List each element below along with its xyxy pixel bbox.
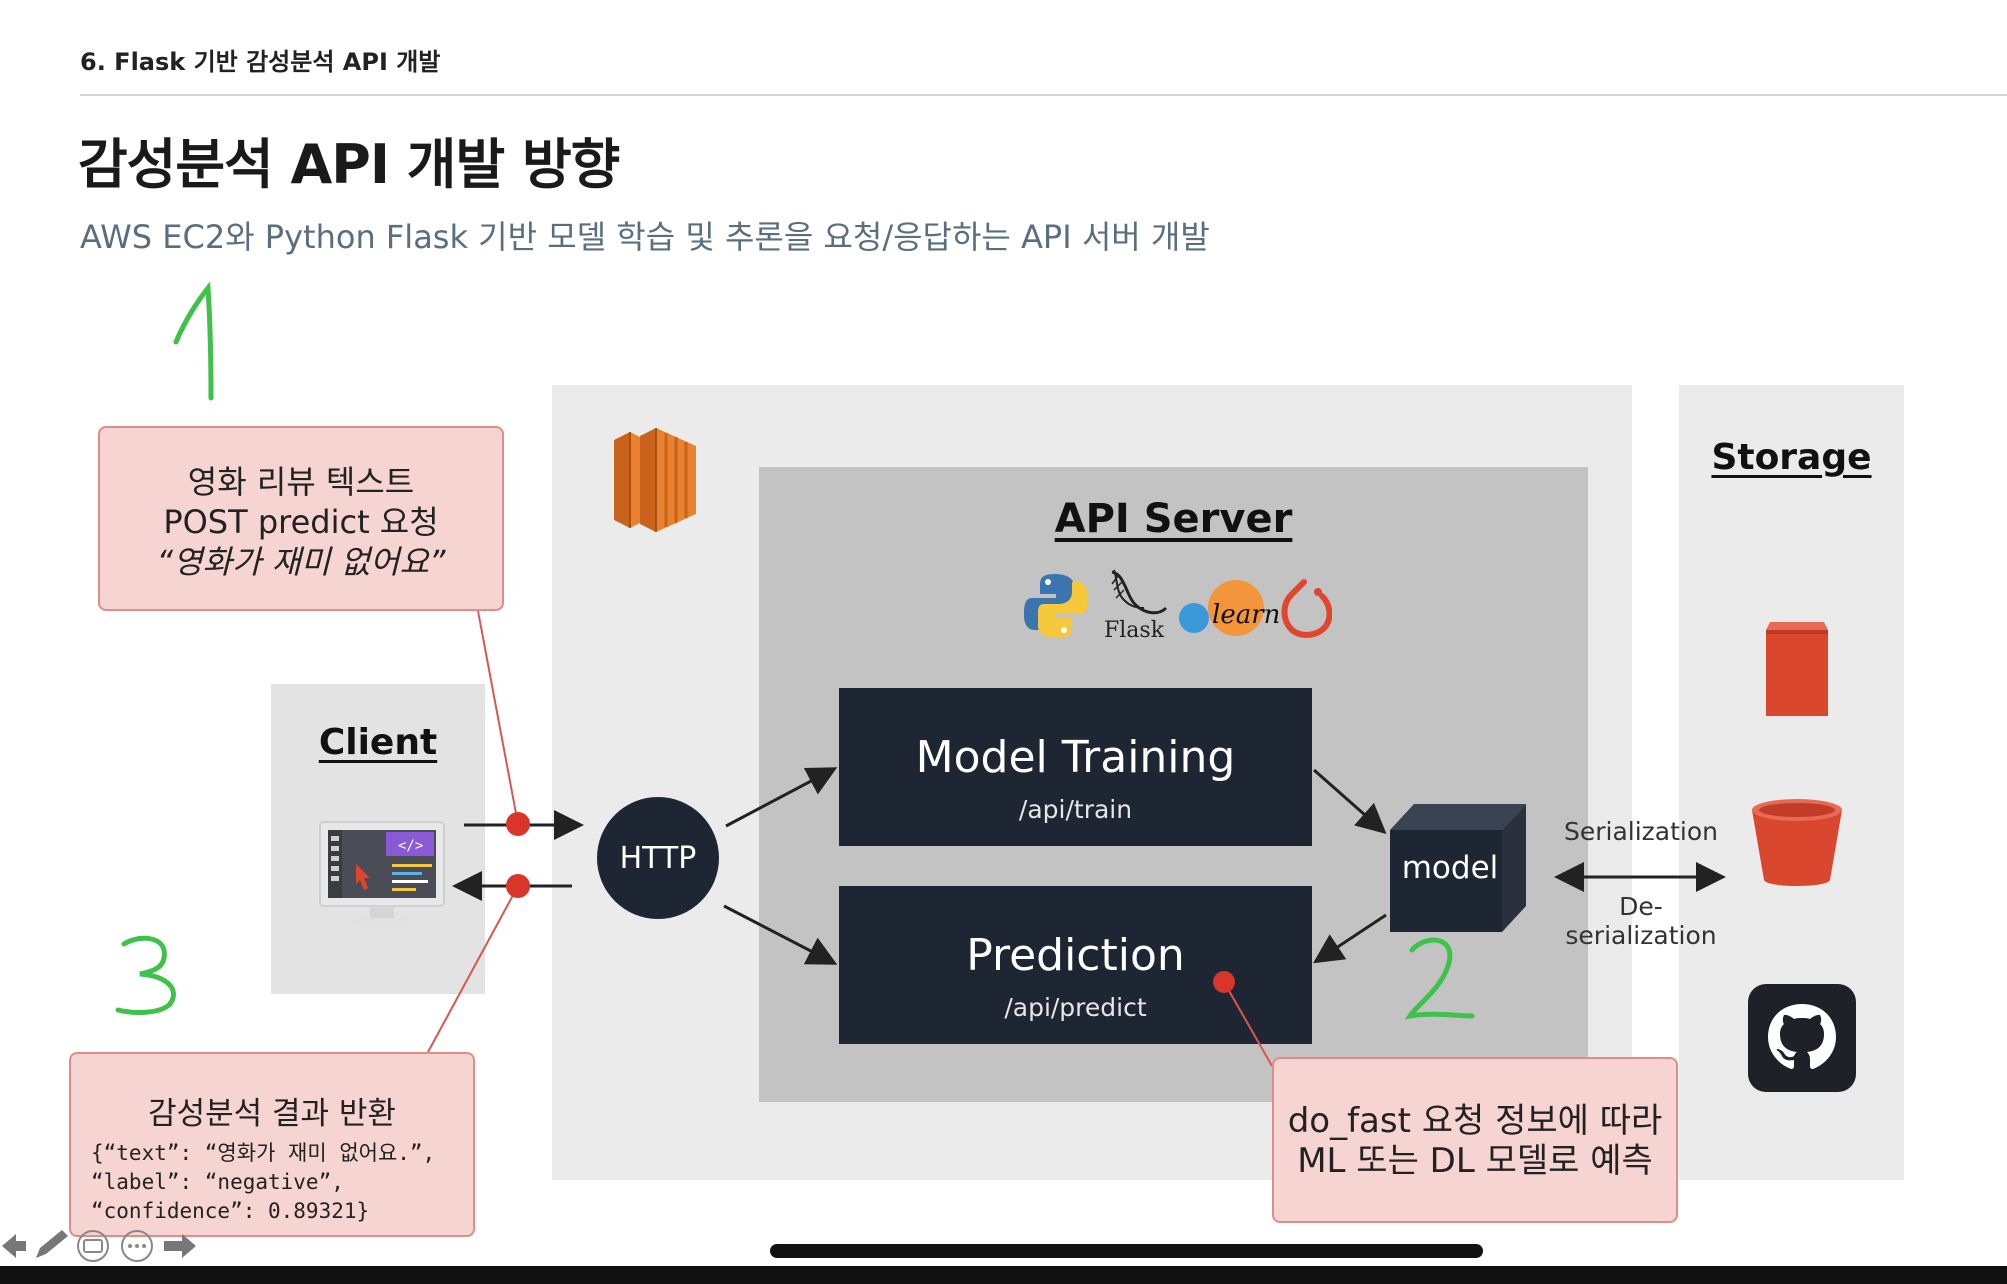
page-title: 감성분석 API 개발 방향 (78, 133, 620, 196)
bottom-bar (0, 1266, 2007, 1284)
header-divider (80, 94, 2007, 96)
section-label: 6. Flask 기반 감성분석 API 개발 (80, 48, 441, 76)
model-training-endpoint: /api/train (1018, 795, 1133, 824)
result-callout: 감성분석 결과 반환 {“text”: “영화가 재미 없어요.”, “labe… (69, 1052, 475, 1237)
client-heading: Client (318, 722, 438, 763)
storage-heading: Storage (1711, 437, 1872, 478)
result-code-line2: “label”: “negative”, (91, 1170, 344, 1194)
s3-bucket-icon (1752, 799, 1842, 886)
request-callout-line2: POST predict 요청 (163, 503, 439, 541)
prediction-title: Prediction (966, 930, 1185, 981)
pytorch-icon (1281, 579, 1332, 638)
forward-arrow-icon[interactable] (164, 1234, 196, 1258)
model-training-box: Model Training /api/train (839, 688, 1312, 846)
scikit-learn-logo-text: learn (1212, 600, 1281, 630)
client-monitor-icon: </> (319, 821, 445, 924)
prediction-endpoint: /api/predict (1004, 993, 1147, 1022)
flask-logo-text: Flask (1104, 618, 1165, 643)
do-fast-line2: ML 또는 DL 모델로 예측 (1297, 1141, 1653, 1181)
back-arrow-icon[interactable] (2, 1234, 26, 1258)
aws-ec2-icon (614, 428, 696, 532)
home-indicator (770, 1244, 1483, 1258)
http-node: HTTP (597, 797, 719, 919)
svg-text:</>: </> (398, 838, 423, 854)
api-server-heading: API Server (1054, 496, 1293, 542)
result-callout-title: 감성분석 결과 반환 (148, 1096, 396, 1132)
do-fast-line1: do_fast 요청 정보에 따라 (1287, 1101, 1663, 1141)
result-code-line1: {“text”: “영화가 재미 없어요.”, (91, 1141, 436, 1165)
prediction-box: Prediction /api/predict (839, 886, 1312, 1044)
model-label: model (1401, 850, 1499, 886)
caption-icon[interactable] (77, 1230, 109, 1262)
github-icon (1748, 984, 1856, 1092)
model-training-title: Model Training (915, 732, 1236, 783)
result-code-line3: “confidence”: 0.89321} (91, 1199, 370, 1223)
s3-box-icon (1766, 622, 1828, 716)
deserialization-label: De-serialization (1565, 892, 1717, 950)
pencil-icon[interactable] (36, 1230, 68, 1258)
model-cube-icon (1390, 804, 1526, 932)
page-subtitle: AWS EC2와 Python Flask 기반 모델 학습 및 추론을 요청/… (80, 218, 1210, 256)
python-icon (1024, 574, 1088, 638)
serialization-label: Serialization (1563, 817, 1719, 846)
flask-logo-icon (1111, 569, 1168, 615)
scikit-learn-icon (1179, 580, 1264, 636)
more-icon[interactable] (121, 1230, 153, 1262)
request-callout-line1: 영화 리뷰 텍스트 (187, 463, 415, 501)
request-callout: 영화 리뷰 텍스트 POST predict 요청 “영화가 재미 없어요” (98, 426, 504, 611)
request-callout-line3: “영화가 재미 없어요” (156, 543, 446, 581)
do-fast-callout: do_fast 요청 정보에 따라 ML 또는 DL 모델로 예측 (1272, 1057, 1678, 1223)
presentation-toolbar (2, 1230, 196, 1262)
